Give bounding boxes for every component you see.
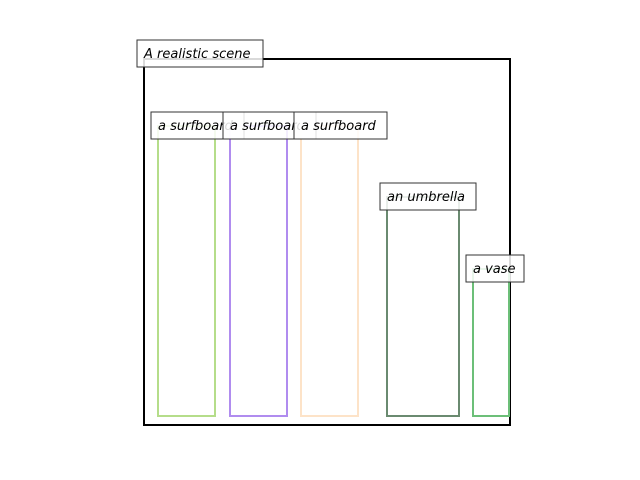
object-box-umbrella: [386, 196, 460, 417]
object-label-umbrella: an umbrella: [379, 182, 477, 211]
object-boxes: [157, 125, 510, 417]
scene-title-label: A realistic scene: [136, 39, 264, 68]
object-label-text: a vase: [473, 262, 516, 277]
object-box-surfboard-2: [229, 125, 288, 417]
object-label-text: a surfboard: [230, 119, 306, 134]
object-box-surfboard-1: [157, 125, 216, 417]
object-label-text: a surfboard: [158, 119, 234, 134]
object-label-text: an umbrella: [387, 190, 465, 205]
object-box-surfboard-3: [300, 125, 359, 417]
object-label-text: a surfboard: [301, 119, 377, 134]
scene-frame: [143, 58, 511, 426]
object-label-surfboard-3: a surfboard: [293, 111, 388, 140]
object-labels: a surfboard a surfboard a surfboard an u…: [150, 111, 525, 283]
object-label-vase: a vase: [465, 254, 525, 283]
object-box-vase: [472, 268, 510, 417]
scene-title: A realistic scene: [143, 47, 250, 62]
